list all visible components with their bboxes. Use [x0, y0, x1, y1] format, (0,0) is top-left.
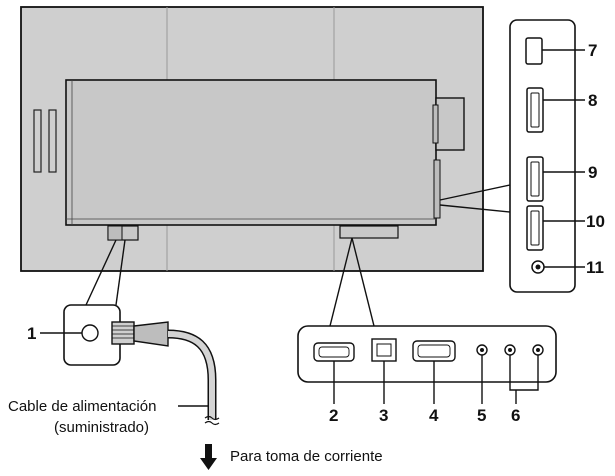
- power-inlet: [40, 239, 126, 366]
- power-cable: [111, 321, 220, 426]
- monitor-back-panel: [20, 6, 484, 272]
- bottom-terminal-panel: [297, 325, 557, 404]
- usb-port-7: [525, 37, 543, 65]
- outlet-caption: Para toma de corriente: [230, 448, 383, 465]
- callout-11: 11: [586, 258, 604, 277]
- callout-1: 1: [27, 324, 36, 343]
- hdmi-port-9: [526, 156, 544, 202]
- side-terminal-panel: [509, 19, 585, 293]
- dsub-port-2: [313, 342, 355, 362]
- cable-caption-line2: (suministrado): [54, 419, 149, 436]
- down-arrow-icon: [200, 444, 217, 470]
- callout-2: 2: [329, 406, 338, 425]
- callout-7: 7: [588, 41, 597, 60]
- lan-port-3: [371, 338, 397, 362]
- callout-4: 4: [429, 406, 439, 425]
- callout-3: 3: [379, 406, 388, 425]
- hdmi-port-10: [526, 205, 544, 251]
- callout-9: 9: [588, 163, 597, 182]
- callout-6: 6: [511, 406, 520, 425]
- hdmi-port-8: [526, 87, 544, 133]
- callout-5: 5: [477, 406, 486, 425]
- callout-8: 8: [588, 91, 597, 110]
- cable-caption-line1: Cable de alimentación: [8, 398, 156, 415]
- vga-port-4: [412, 340, 456, 362]
- callout-10: 10: [586, 212, 605, 231]
